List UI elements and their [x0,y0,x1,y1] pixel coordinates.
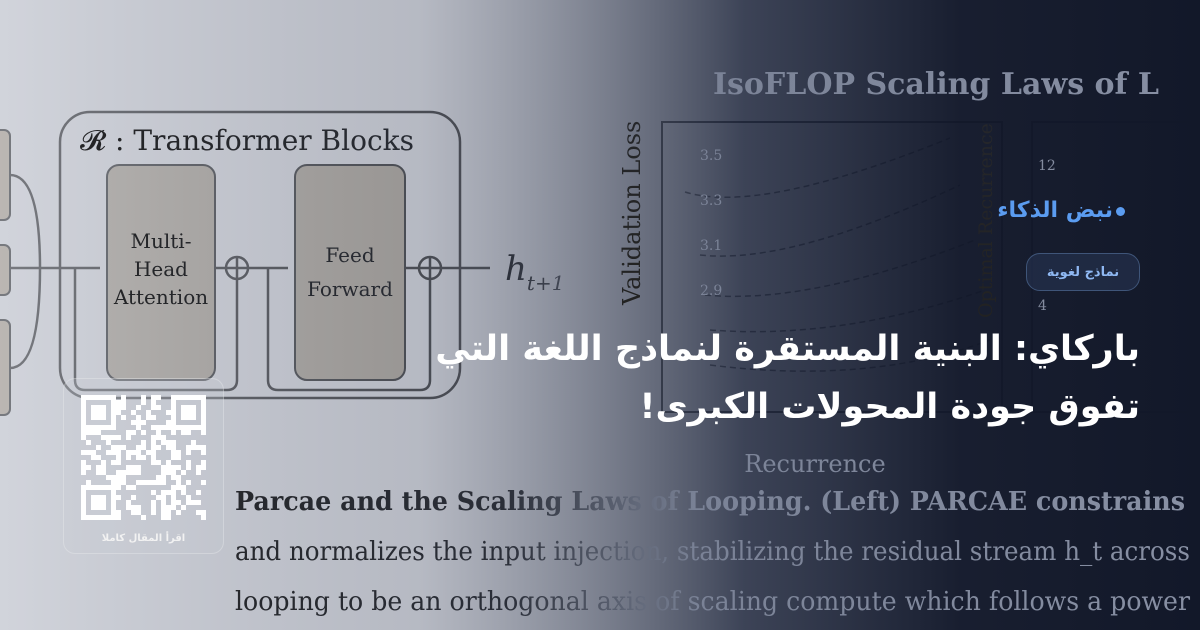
caption-line: and normalizes the input injection, stab… [235,537,1190,567]
right-tick: 12 [1038,158,1056,174]
caption-line: Parcae and the Scaling Laws of Looping. … [235,487,1185,517]
y-axis-label: Validation Loss [618,121,646,306]
right-y-axis-label: Optimal Recurrence [975,123,997,318]
category-badge[interactable]: نماذج لغوية [1026,253,1140,291]
headline-line-1: باركاي: البنية المستقرة لنماذج اللغة الت… [435,329,1140,369]
caption-line: looping to be an orthogonal axis of scal… [235,587,1191,617]
qr-label: اقرأ المقال كاملا [101,533,186,544]
headline-line-2: تفوق جودة المحولات الكبرى! [639,387,1140,427]
brand-logo: نبض الذكاء [997,198,1125,223]
x-axis-label: Recurrence [744,450,885,478]
attention-label-2: Head [134,257,188,281]
attention-label-3: Attention [113,285,208,309]
right-tick: 4 [1038,298,1047,314]
block-title: 𝓡 : Transformer Blocks [80,124,414,157]
output-label: ht+1 [505,249,564,295]
qr-code[interactable] [81,395,206,520]
y-tick: 3.5 [700,148,722,164]
brand-dot-icon [1116,206,1125,216]
ffn-label-1: Feed [325,243,374,267]
headline: باركاي: البنية المستقرة لنماذج اللغة الت… [420,320,1140,436]
brand-name: نبض الذكاء [997,198,1113,223]
qr-code-card[interactable]: اقرأ المقال كاملا [63,378,224,554]
chart-title: IsoFLOP Scaling Laws of L [713,67,1159,102]
ffn-label-2: Forward [307,277,393,301]
attention-label-1: Multi- [131,229,192,253]
y-tick: 3.1 [700,238,722,254]
y-tick: 2.9 [700,283,722,299]
y-tick: 3.3 [700,193,722,209]
